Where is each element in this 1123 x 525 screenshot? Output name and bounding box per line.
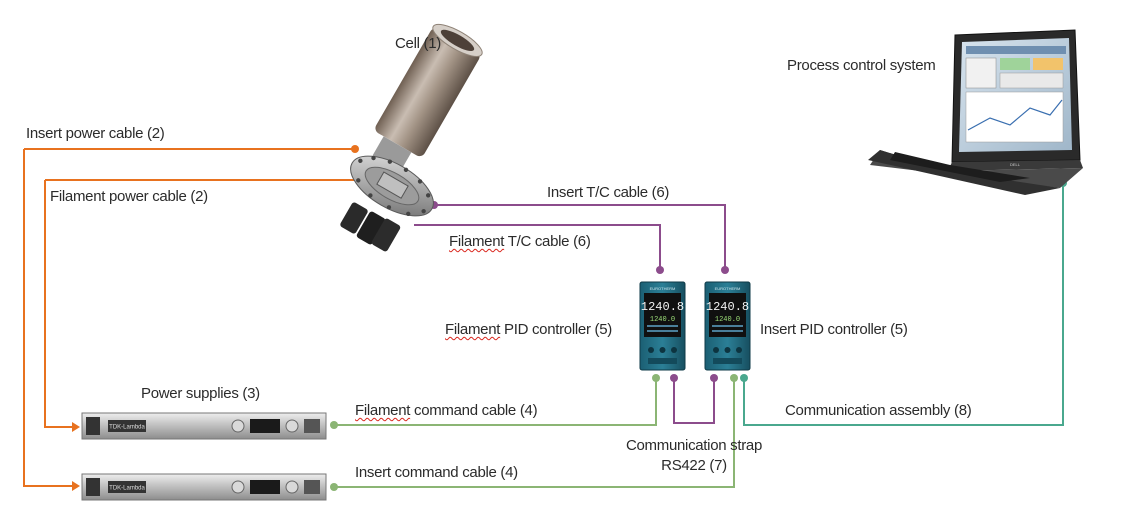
comm-strap-dot-filament bbox=[670, 374, 678, 382]
filament-tc-dot-controller bbox=[656, 266, 664, 274]
filament-pid-label: Filament PID controller (5) bbox=[445, 321, 612, 338]
power-supplies-label: Power supplies (3) bbox=[141, 385, 260, 402]
comm-assembly-label: Communication assembly (8) bbox=[785, 402, 972, 419]
filament-cmd-dot-controller bbox=[652, 374, 660, 382]
comm-assembly-dot-controller bbox=[740, 374, 748, 382]
svg-text:1240.8: 1240.8 bbox=[641, 300, 684, 314]
laptop-illustration: DELL bbox=[868, 29, 1083, 195]
insert-power-cable-end-dot bbox=[351, 145, 359, 153]
insert-command-cable-line bbox=[330, 374, 738, 491]
insert-cmd-dot-psu bbox=[330, 483, 338, 491]
insert-tc-cable-line bbox=[430, 201, 729, 274]
cell-feedthroughs bbox=[340, 202, 401, 252]
filament-power-supply: TDK-Lambda bbox=[81, 412, 327, 440]
insert-command-cable-label: Insert command cable (4) bbox=[355, 464, 518, 481]
svg-text:1240.0: 1240.0 bbox=[650, 316, 675, 324]
svg-text:EUROTHERM: EUROTHERM bbox=[715, 286, 741, 291]
cell-illustration bbox=[340, 23, 483, 252]
insert-tc-dot-controller bbox=[721, 266, 729, 274]
comm-strap-label-line2: RS422 (7) bbox=[661, 457, 727, 474]
filament-power-cable-line bbox=[44, 176, 388, 432]
comm-strap-dot-insert bbox=[710, 374, 718, 382]
insert-pid-label: Insert PID controller (5) bbox=[760, 321, 908, 338]
filament-cmd-dot-psu bbox=[330, 421, 338, 429]
svg-text:TDK-Lambda: TDK-Lambda bbox=[109, 486, 145, 492]
filament-cmd-word: Filament bbox=[355, 402, 411, 419]
insert-tc-cable-label: Insert T/C cable (6) bbox=[547, 184, 670, 201]
filament-command-cable-label: Filament command cable (4) bbox=[355, 402, 538, 419]
svg-text:EUROTHERM: EUROTHERM bbox=[650, 286, 676, 291]
filament-pid-controller: EUROTHERM 1240.8 1240.0 bbox=[639, 281, 686, 371]
svg-text:1240.0: 1240.0 bbox=[715, 316, 740, 324]
comm-strap-line bbox=[670, 374, 718, 424]
filament-cmd-rest: command cable (4) bbox=[410, 402, 538, 419]
filament-tc-cable-label: Filament T/C cable (6) bbox=[449, 233, 591, 250]
laptop-brand-logo: DELL bbox=[1010, 162, 1021, 167]
insert-power-supply: TDK-Lambda bbox=[81, 473, 327, 501]
cell-label: Cell (1) bbox=[395, 35, 441, 52]
filament-pid-rest: PID controller (5) bbox=[500, 321, 612, 338]
insert-power-cable-line bbox=[23, 145, 359, 491]
insert-power-arrowhead bbox=[72, 481, 80, 491]
insert-cmd-dot-controller bbox=[730, 374, 738, 382]
filament-power-cable-label: Filament power cable (2) bbox=[50, 188, 208, 205]
process-control-label: Process control system bbox=[787, 57, 936, 74]
comm-assembly-line bbox=[740, 179, 1067, 426]
filament-command-cable-line bbox=[330, 374, 660, 429]
svg-text:1240.8: 1240.8 bbox=[706, 300, 749, 314]
filament-tc-cable-line bbox=[414, 224, 664, 274]
insert-power-cable-label: Insert power cable (2) bbox=[26, 125, 165, 142]
svg-text:TDK-Lambda: TDK-Lambda bbox=[109, 425, 145, 431]
comm-strap-label-line1: Communication strap bbox=[625, 437, 763, 454]
filament-tc-rest: T/C cable (6) bbox=[504, 233, 591, 250]
filament-pid-word: Filament bbox=[445, 321, 501, 338]
filament-tc-word: Filament bbox=[449, 233, 505, 250]
insert-pid-controller: EUROTHERM 1240.8 1240.0 bbox=[704, 281, 751, 371]
filament-power-arrowhead bbox=[72, 422, 80, 432]
